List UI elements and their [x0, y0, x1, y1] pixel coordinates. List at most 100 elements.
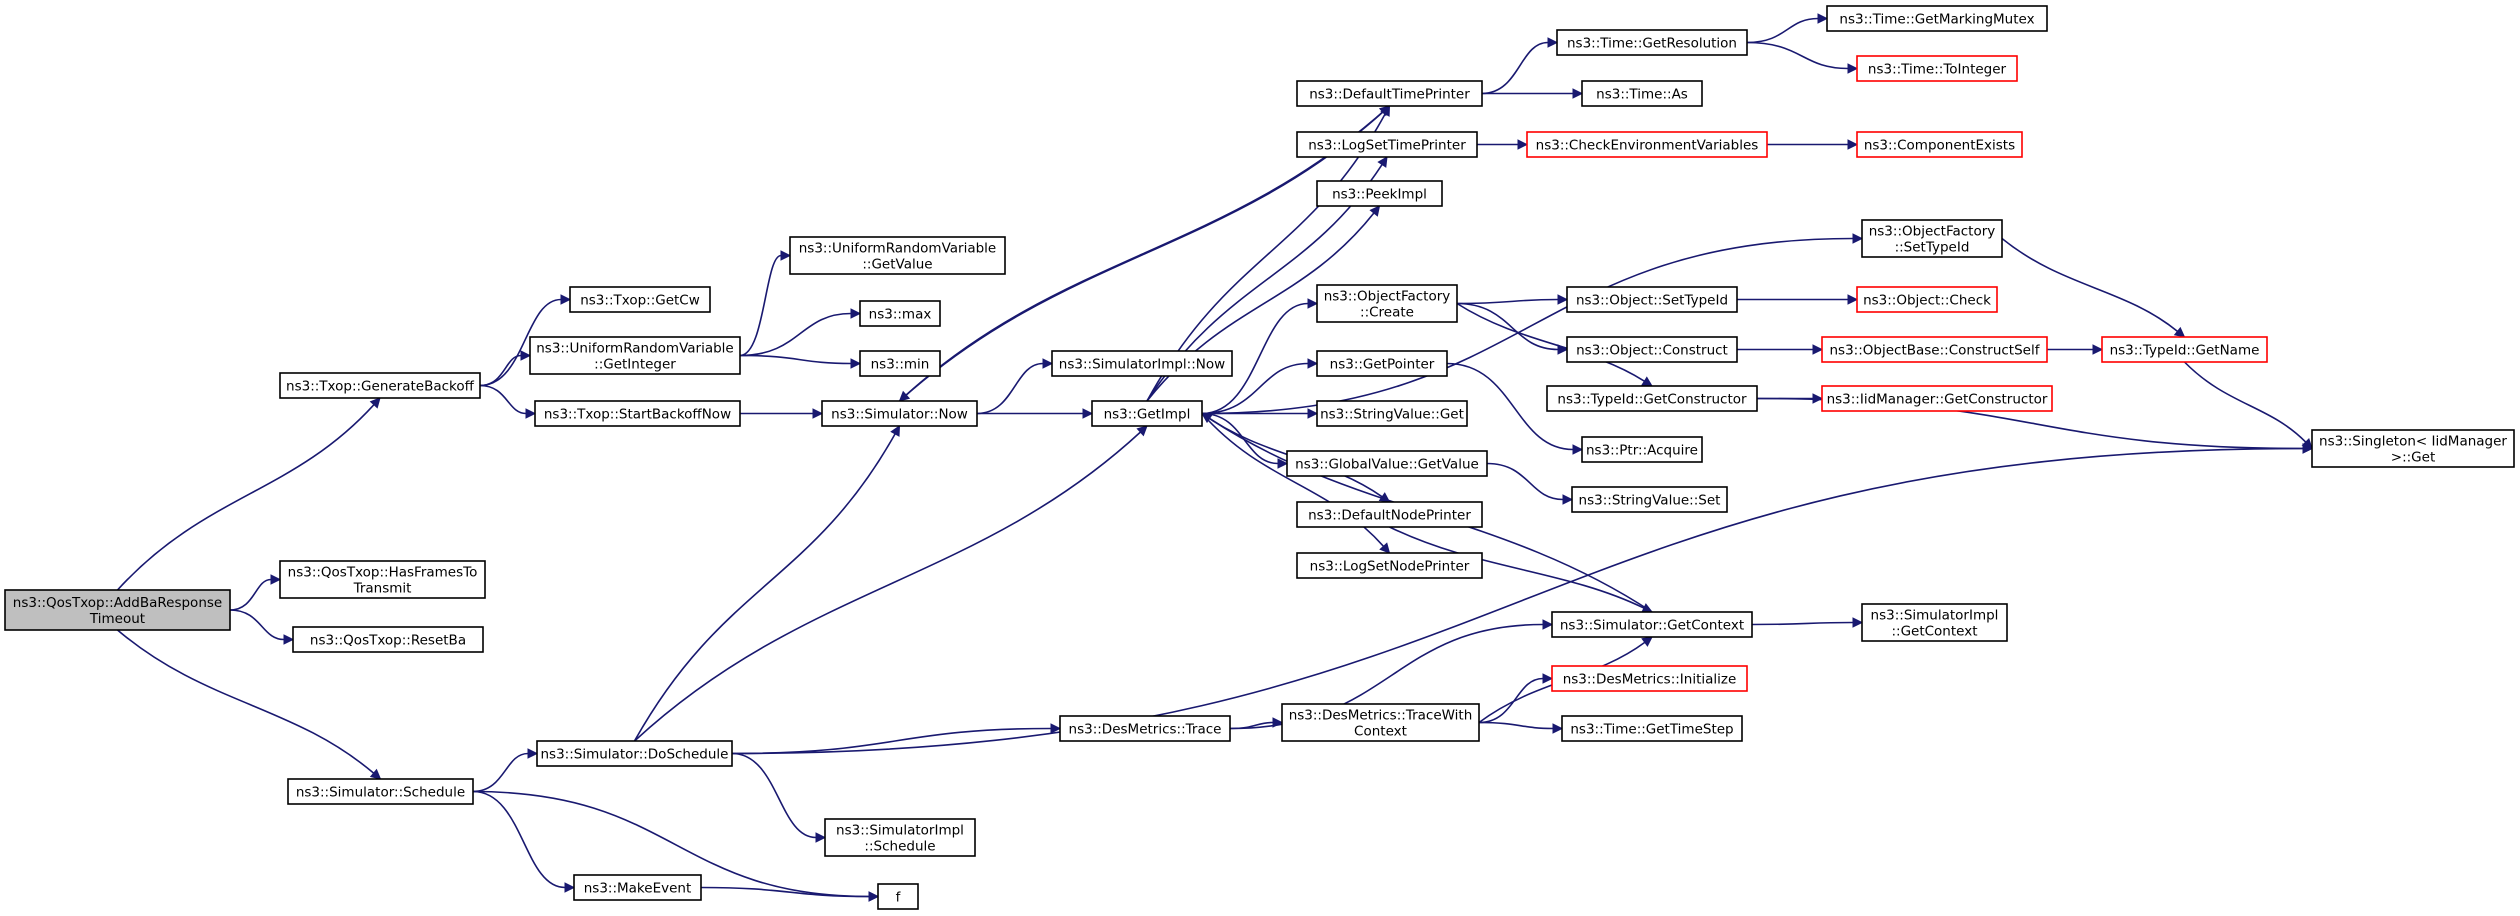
- node-label: ::Create: [1360, 305, 1414, 321]
- node-genbackoff[interactable]: ns3::Txop::GenerateBackoff: [279, 372, 481, 399]
- edge-urvgetint-to-max: [739, 308, 862, 357]
- node-label: ns3::max: [869, 307, 932, 323]
- node-box: [2101, 336, 2268, 363]
- edge-desmetricstracewc-to-desmetricsinit: [1478, 673, 1554, 724]
- node-label: ns3::DesMetrics::Trace: [1069, 722, 1222, 738]
- node-label: ns3::DesMetrics::TraceWith: [1289, 708, 1473, 724]
- node-resetba[interactable]: ns3::QosTxop::ResetBa: [292, 626, 484, 653]
- node-objbaseconstructself[interactable]: ns3::ObjectBase::ConstructSelf: [1821, 336, 2048, 363]
- node-getpointer[interactable]: ns3::GetPointer: [1316, 350, 1448, 377]
- node-box: [4, 589, 231, 631]
- node-timegetmutex[interactable]: ns3::Time::GetMarkingMutex: [1826, 5, 2048, 32]
- node-box: [1581, 436, 1703, 463]
- node-simimplschedule[interactable]: ns3::SimulatorImpl::Schedule: [824, 818, 976, 857]
- edge-schedule-to-doschedule: [472, 748, 539, 793]
- node-box: [824, 818, 976, 857]
- node-stringvalueset[interactable]: ns3::StringValue::Set: [1571, 486, 1728, 513]
- node-peekimpl[interactable]: ns3::PeekImpl: [1316, 180, 1443, 207]
- node-timegettimestep[interactable]: ns3::Time::GetTimeStep: [1561, 715, 1743, 742]
- edge-objsettypeid-to-objcheck: [1737, 294, 1859, 305]
- node-label: ns3::Time::GetResolution: [1567, 36, 1737, 52]
- node-box: [789, 236, 1006, 275]
- node-startbackoff[interactable]: ns3::Txop::StartBackoffNow: [534, 400, 741, 427]
- node-simimplgetcontext[interactable]: ns3::SimulatorImpl::GetContext: [1861, 603, 2008, 642]
- node-doschedule[interactable]: ns3::Simulator::DoSchedule: [536, 740, 733, 767]
- node-logsettimeprinter[interactable]: ns3::LogSetTimePrinter: [1296, 131, 1478, 158]
- node-urvgetvalue[interactable]: ns3::UniformRandomVariable::GetValue: [789, 236, 1006, 275]
- node-logsetnodeprinter[interactable]: ns3::LogSetNodePrinter: [1296, 552, 1483, 579]
- node-timeas[interactable]: ns3::Time::As: [1581, 80, 1703, 107]
- node-box: [1856, 131, 2023, 158]
- node-box: [573, 874, 702, 901]
- node-simnow[interactable]: ns3::Simulator::Now: [821, 400, 978, 427]
- node-schedule[interactable]: ns3::Simulator::Schedule: [287, 778, 474, 805]
- node-box: [279, 560, 486, 599]
- node-checkenv[interactable]: ns3::CheckEnvironmentVariables: [1526, 131, 1768, 158]
- node-typeidgetctor[interactable]: ns3::TypeId::GetConstructor: [1546, 385, 1758, 412]
- edge-simgetcontext-to-simimplgetcontext: [1751, 617, 1864, 628]
- node-box: [1296, 501, 1483, 528]
- node-label: ns3::Simulator::Schedule: [296, 785, 465, 801]
- node-label: ns3::StringValue::Get: [1320, 407, 1464, 423]
- node-makeevent[interactable]: ns3::MakeEvent: [573, 874, 702, 901]
- node-simimplnow[interactable]: ns3::SimulatorImpl::Now: [1051, 350, 1233, 377]
- edge-objconstruct-to-objbaseconstructself: [1737, 344, 1824, 355]
- node-max[interactable]: ns3::max: [859, 300, 941, 327]
- node-typeidgetname[interactable]: ns3::TypeId::GetName: [2101, 336, 2268, 363]
- node-box: [859, 300, 941, 327]
- node-getcw[interactable]: ns3::Txop::GetCw: [569, 286, 711, 313]
- node-ofcreate[interactable]: ns3::ObjectFactory::Create: [1316, 284, 1458, 323]
- node-timegetres[interactable]: ns3::Time::GetResolution: [1556, 29, 1748, 56]
- node-timetointeger[interactable]: ns3::Time::ToInteger: [1856, 55, 2018, 82]
- node-label: ns3::LogSetTimePrinter: [1308, 138, 1466, 154]
- node-globalvalueget[interactable]: ns3::GlobalValue::GetValue: [1286, 450, 1488, 477]
- node-singletonget[interactable]: ns3::Singleton< IidManager >::Get: [2311, 429, 2515, 468]
- node-componentexists[interactable]: ns3::ComponentExists: [1856, 131, 2023, 158]
- node-defaulttimeprinter[interactable]: ns3::DefaultTimePrinter: [1296, 80, 1483, 107]
- node-box: [1856, 55, 2018, 82]
- edge-getimpl-to-ofsettypeid: [1201, 233, 1864, 415]
- node-label: ns3::Time::GetTimeStep: [1570, 722, 1733, 738]
- node-desmetricsinit[interactable]: ns3::DesMetrics::Initialize: [1551, 665, 1748, 692]
- node-box: [1861, 219, 2003, 258]
- node-label: ns3::Txop::StartBackoffNow: [544, 407, 731, 423]
- node-iidmgrgetctor[interactable]: ns3::IidManager::GetConstructor: [1821, 385, 2053, 412]
- node-box: [1556, 29, 1748, 56]
- node-defaultnodeprinter[interactable]: ns3::DefaultNodePrinter: [1296, 501, 1483, 528]
- node-box: [1861, 603, 2008, 642]
- node-label: ns3::QosTxop::HasFramesTo: [288, 565, 478, 581]
- node-box: [1566, 336, 1738, 363]
- node-label: ::Schedule: [864, 839, 935, 855]
- node-box: [1821, 385, 2053, 412]
- edge-desmetricstrace-to-desmetricstracewc: [1229, 717, 1284, 730]
- node-objconstruct[interactable]: ns3::Object::Construct: [1566, 336, 1738, 363]
- node-box: [859, 350, 941, 377]
- node-box: [536, 740, 733, 767]
- node-box: [279, 372, 481, 399]
- node-box: [1526, 131, 1768, 158]
- edge-simnow-to-simimplnow: [976, 358, 1054, 415]
- node-stringvalueget[interactable]: ns3::StringValue::Get: [1316, 400, 1468, 427]
- edge-objbaseconstructself-to-typeidgetname: [2047, 344, 2104, 355]
- node-label: f: [896, 890, 902, 906]
- node-urvgetint[interactable]: ns3::UniformRandomVariable::GetInteger: [529, 336, 741, 375]
- node-box: [1296, 552, 1483, 579]
- edge-defaulttimeprinter-to-timeas: [1482, 88, 1584, 99]
- edge-makeevent-to-f: [700, 886, 880, 902]
- node-objsettypeid[interactable]: ns3::Object::SetTypeId: [1566, 286, 1738, 313]
- node-min[interactable]: ns3::min: [859, 350, 941, 377]
- node-objcheck[interactable]: ns3::Object::Check: [1856, 286, 1998, 313]
- edge-urvgetint-to-min: [739, 354, 862, 369]
- node-ofsettypeid[interactable]: ns3::ObjectFactory::SetTypeId: [1861, 219, 2003, 258]
- node-label: ::GetValue: [862, 257, 932, 273]
- node-ptracquire[interactable]: ns3::Ptr::Acquire: [1581, 436, 1703, 463]
- node-label: Context: [1354, 724, 1407, 740]
- node-f[interactable]: f: [877, 883, 919, 910]
- node-getimpl[interactable]: ns3::GetImpl: [1091, 400, 1203, 427]
- node-simgetcontext[interactable]: ns3::Simulator::GetContext: [1551, 611, 1753, 638]
- node-desmetricstrace[interactable]: ns3::DesMetrics::Trace: [1059, 715, 1231, 742]
